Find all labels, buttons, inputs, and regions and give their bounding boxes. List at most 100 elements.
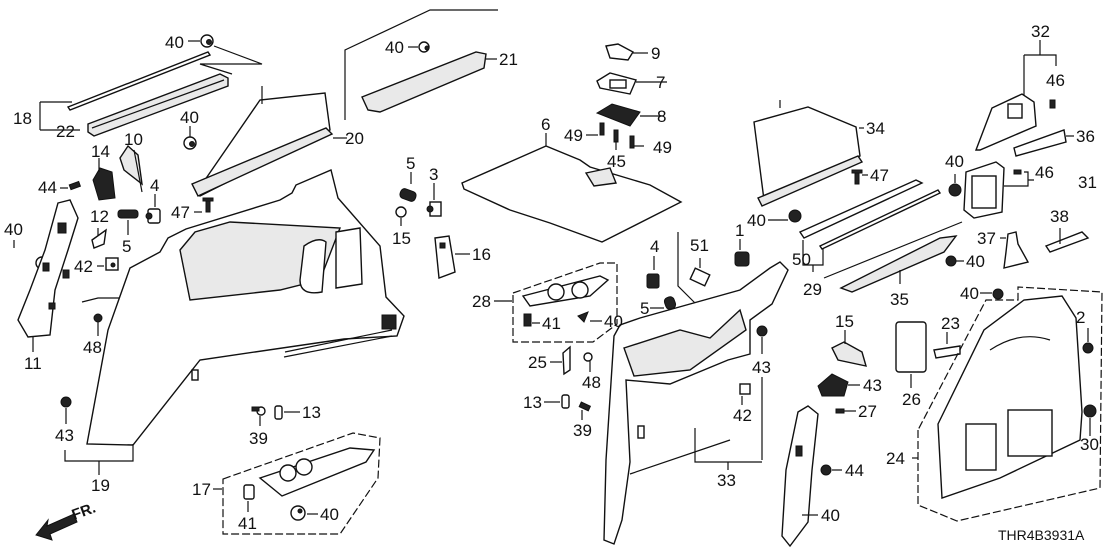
fastener-15-b[interactable]: [992, 288, 1004, 300]
part-tonneau-cover-20[interactable]: [191, 86, 334, 197]
part-side-lining-19[interactable]: [86, 169, 405, 446]
fastener-40-e[interactable]: [290, 505, 306, 521]
part-clip-42-a[interactable]: [105, 257, 119, 271]
callout-9: 9: [651, 44, 660, 63]
fastener-40-l[interactable]: [1083, 404, 1097, 418]
part-pillar-trim-24[interactable]: [781, 405, 819, 548]
screw-45[interactable]: [613, 129, 619, 143]
callout-47: 47: [171, 203, 190, 222]
clip-13-a[interactable]: [274, 405, 283, 420]
fastener-40-top[interactable]: [200, 34, 214, 48]
screw-39-b[interactable]: [578, 401, 592, 412]
part-cover-16[interactable]: [434, 235, 456, 279]
clip-41-a[interactable]: [243, 484, 255, 500]
part-lid-31[interactable]: [963, 161, 1005, 219]
callout-17: 17: [192, 480, 211, 499]
screw-46-b[interactable]: [1013, 169, 1022, 175]
part-clip-5-a[interactable]: [117, 209, 139, 219]
fastener-40-h[interactable]: [945, 255, 957, 267]
callout-40: 44: [845, 461, 864, 480]
callout-4: 4: [650, 237, 659, 256]
screw-46-a[interactable]: [1049, 99, 1056, 109]
screw-44-b[interactable]: [835, 408, 845, 414]
screw-39-a[interactable]: [251, 406, 266, 416]
screw-44-a[interactable]: [68, 180, 82, 191]
cap-43-a[interactable]: [60, 396, 72, 408]
part-handle-38[interactable]: [1044, 231, 1090, 253]
part-cover-25[interactable]: [562, 345, 571, 376]
part-partition-34[interactable]: [753, 100, 864, 207]
callout-8: 8: [657, 107, 666, 126]
part-cap-4-a[interactable]: [145, 208, 161, 224]
part-panel-27[interactable]: [895, 321, 927, 373]
part-garnish-32[interactable]: [974, 93, 1037, 151]
callout-1: 1: [735, 221, 744, 240]
callout-46: 46: [1035, 163, 1054, 182]
clip-13-b[interactable]: [561, 394, 570, 409]
part-pillar-trim-11[interactable]: [17, 199, 79, 338]
screw-47-a[interactable]: [202, 197, 214, 213]
callout-36: 36: [1076, 127, 1095, 146]
part-cupholder-17[interactable]: [258, 447, 376, 497]
callout-41: 41: [238, 514, 257, 533]
callout-49: 49: [564, 126, 583, 145]
part-side-lining-30[interactable]: [937, 295, 1083, 499]
fastener-40-i[interactable]: [948, 183, 962, 197]
callout-42: 42: [74, 257, 93, 276]
part-rod-18[interactable]: [66, 51, 212, 111]
fastener-48-a[interactable]: [93, 313, 103, 323]
screw-49-b[interactable]: [629, 135, 635, 149]
clip-42-b[interactable]: [739, 383, 751, 395]
callout-23: 15: [835, 312, 854, 331]
part-side-lining-33[interactable]: [603, 261, 789, 545]
part-hook-14[interactable]: [92, 167, 116, 201]
part-cover-2[interactable]: [933, 345, 961, 359]
front-direction-arrow: FR.: [35, 500, 98, 541]
callout-41: 41: [542, 314, 561, 333]
screw-47-b[interactable]: [851, 169, 863, 185]
callout-10: 10: [124, 130, 143, 149]
callout-34: 34: [866, 119, 885, 138]
callout-39: 39: [249, 429, 268, 448]
fastener-40-g[interactable]: [788, 209, 802, 223]
fastener-15-a[interactable]: [395, 206, 407, 218]
fastener-40-d[interactable]: [418, 41, 430, 53]
part-clip-1[interactable]: [734, 251, 750, 267]
callout-22: 22: [56, 122, 75, 141]
callout-15: 15: [392, 229, 411, 248]
part-floor-board-6[interactable]: [461, 145, 683, 243]
part-bracket-23[interactable]: [831, 341, 867, 367]
callout-16: 16: [472, 245, 491, 264]
fastener-40-f[interactable]: [577, 311, 589, 323]
callout-31: 31: [1078, 173, 1097, 192]
part-switch-51[interactable]: [689, 267, 711, 287]
part-rail-35[interactable]: [839, 235, 958, 293]
callout-45: 45: [607, 152, 626, 171]
part-rod-29[interactable]: [818, 189, 942, 250]
part-rail-50[interactable]: [798, 179, 924, 239]
callout-37: 37: [977, 229, 996, 248]
part-hook-37[interactable]: [1003, 231, 1030, 269]
part-frame-7[interactable]: [596, 72, 637, 95]
callout-48: 48: [83, 338, 102, 357]
part-rail-21[interactable]: [361, 51, 487, 113]
part-cover-9[interactable]: [605, 43, 634, 61]
cap-43-b[interactable]: [756, 325, 768, 337]
clip-41-b[interactable]: [523, 313, 532, 327]
part-cap-3[interactable]: [426, 201, 442, 217]
screw-49-a[interactable]: [599, 122, 605, 136]
part-bracket-10[interactable]: [119, 144, 143, 186]
fastener-40-k[interactable]: [820, 464, 832, 476]
part-base-8[interactable]: [595, 103, 641, 127]
part-rail-22[interactable]: [87, 73, 229, 137]
part-clip-5-b[interactable]: [399, 188, 417, 203]
part-cap-4-b[interactable]: [646, 273, 660, 289]
part-trim-36[interactable]: [1013, 129, 1067, 157]
fastener-40-b[interactable]: [183, 136, 197, 150]
fastener-48-b[interactable]: [583, 352, 593, 362]
part-cover-12[interactable]: [91, 228, 107, 249]
part-bracket-26[interactable]: [817, 373, 849, 397]
part-cupholder-28[interactable]: [521, 275, 610, 307]
cap-43-c[interactable]: [1082, 342, 1094, 354]
